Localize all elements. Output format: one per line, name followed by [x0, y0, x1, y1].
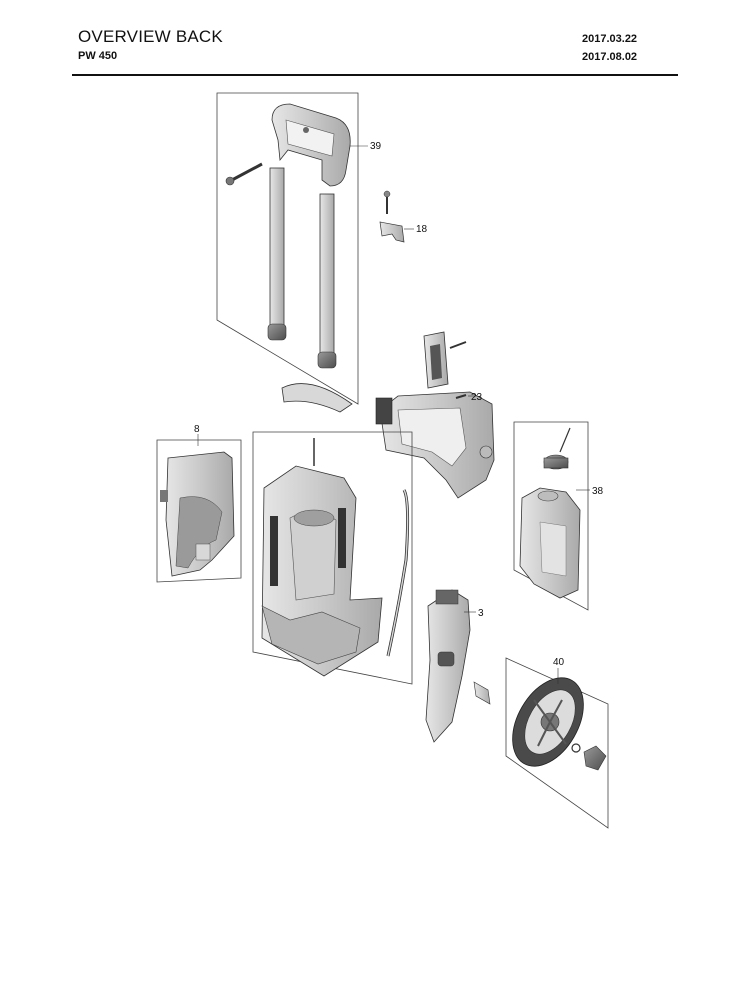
model-number: PW 450 — [78, 50, 118, 62]
page-title: OVERVIEW BACK — [78, 27, 223, 46]
part-8-side-panel: 8 — [156, 424, 242, 583]
callout-39: 39 — [370, 141, 382, 152]
date-created: 2017.03.22 — [582, 33, 638, 45]
part-18-clip: 18 — [379, 190, 428, 243]
part-3-front-cover: 3 — [425, 589, 491, 743]
callout-18: 18 — [416, 224, 428, 235]
callout-8: 8 — [194, 424, 200, 435]
date-revised: 2017.08.02 — [582, 51, 638, 63]
callout-3: 3 — [478, 608, 484, 619]
callout-23: 23 — [471, 392, 483, 403]
part-group-38-tank: 38 — [513, 421, 604, 611]
part-group-39-handle: 39 — [216, 92, 382, 413]
part-23-upper-housing: 23 — [375, 331, 495, 499]
main-frame-housing — [252, 431, 413, 685]
header-rule — [72, 74, 678, 76]
part-group-40-wheel: 40 — [505, 657, 609, 829]
callout-38: 38 — [592, 486, 604, 497]
callout-40: 40 — [553, 657, 565, 668]
